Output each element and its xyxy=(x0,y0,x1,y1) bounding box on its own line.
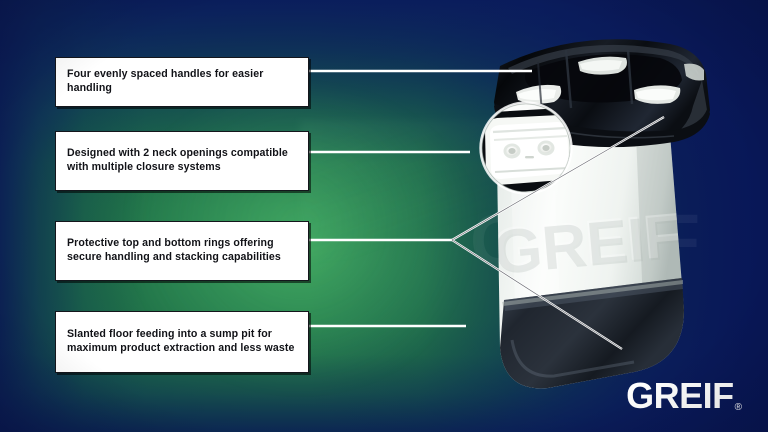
greif-logo[interactable]: GREIF ® xyxy=(626,378,742,414)
callout-box-neck-openings[interactable]: Designed with 2 neck openings compatible… xyxy=(55,131,309,191)
callout-text-slanted-floor: Slanted floor feeding into a sump pit fo… xyxy=(67,328,299,356)
handle-cutouts xyxy=(516,56,704,104)
callout-text-rings: Protective top and bottom rings offering… xyxy=(67,237,299,265)
greif-logo-wordmark: GREIF xyxy=(626,378,734,414)
callout-box-slanted-floor[interactable]: Slanted floor feeding into a sump pit fo… xyxy=(55,311,309,373)
greif-logo-registered-mark: ® xyxy=(735,403,742,413)
callout-text-handles: Four evenly spaced handles for easier ha… xyxy=(67,68,299,96)
callout-box-rings[interactable]: Protective top and bottom rings offering… xyxy=(55,221,309,281)
callout-box-handles[interactable]: Four evenly spaced handles for easier ha… xyxy=(55,57,309,107)
callout-text-neck-openings: Designed with 2 neck openings compatible… xyxy=(67,147,299,175)
